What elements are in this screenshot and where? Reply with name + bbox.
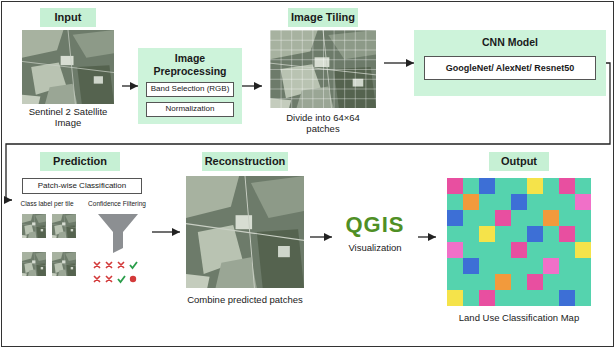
funnel: [98, 214, 138, 253]
reject-mark: [94, 262, 124, 282]
map-cell: [479, 226, 495, 242]
map-cell: [495, 210, 511, 226]
tiled-image: [270, 30, 376, 108]
flow-arrow: [152, 231, 180, 232]
map-cell: [447, 242, 463, 258]
stage-header: Prediction: [40, 152, 120, 171]
output-stage: OutputLand Use Classification Map: [436, 152, 602, 334]
process-label: Normalization: [147, 104, 233, 114]
sub-label: Class label per tile: [12, 200, 82, 208]
sub-label: Confidence Filtering: [82, 200, 152, 208]
qgis-logo: QGIS Visualization: [332, 212, 418, 262]
map-cell: [559, 226, 575, 242]
confidence-filter-icon: [94, 214, 138, 282]
map-cell: [543, 258, 559, 274]
process-panel: Image PreprocessingBand Selection (RGB) N…: [138, 48, 242, 124]
map-base: [447, 178, 591, 306]
model-box: GoogleNet/ AlexNet/ Resnet50: [424, 56, 596, 80]
map-cell: [511, 242, 527, 258]
caption: Visualization: [332, 242, 418, 253]
process-box: Patch-wise Classification: [22, 178, 142, 194]
stage-header: Input: [40, 8, 96, 27]
caption: Combine predicted patches: [180, 294, 310, 305]
panel-title: Image Preprocessing: [150, 52, 230, 77]
map-cell: [575, 242, 591, 258]
map-cell: [447, 210, 463, 226]
tile-grid: [270, 30, 376, 108]
flow-arrow: [122, 85, 138, 86]
flow-arrow: [384, 62, 414, 63]
map-cell: [527, 274, 543, 290]
tiling-stage: Image TilingDivide into 64×64 patches: [262, 6, 384, 138]
map-cell: [479, 290, 495, 306]
map-cell: [559, 290, 575, 306]
map-cell: [463, 194, 479, 210]
prediction-stage: PredictionClass label per tileConfidence…: [12, 152, 152, 342]
caption: Divide into 64×64 patches: [278, 112, 368, 135]
map-cell: [543, 210, 559, 226]
map-cell: [575, 194, 591, 210]
reconstruction-stage: ReconstructionCombine predicted patches: [180, 152, 310, 312]
model-panel: CNN ModelGoogleNet/ AlexNet/ Resnet50: [414, 30, 606, 96]
flow-arrow: [242, 85, 262, 86]
tile-thumbnail: [22, 252, 46, 276]
reject-dot: [130, 276, 136, 282]
map-cell: [511, 194, 527, 210]
flow-arrow: [418, 236, 436, 237]
accept-mark: [118, 262, 137, 282]
process-label: Patch-wise Classification: [23, 181, 141, 191]
tile-thumbnails: [22, 214, 76, 276]
process-box: Band Selection (RGB): [146, 82, 234, 97]
tile-thumbnail: [22, 214, 46, 238]
map-cell: [463, 258, 479, 274]
caption: Sentinel 2 Satellite Image: [26, 106, 110, 129]
map-cell: [447, 290, 463, 306]
satellite-image: [22, 30, 114, 104]
process-label: Band Selection (RGB): [147, 84, 233, 94]
caption: Land Use Classification Map: [436, 312, 602, 323]
map-cell: [527, 226, 543, 242]
stage-header: Reconstruction: [202, 152, 288, 171]
input-stage: InputSentinel 2 Satellite Image: [14, 6, 122, 134]
tile-thumbnail: [52, 252, 76, 276]
logo-text: QGIS: [332, 212, 418, 238]
reconstructed-image: [186, 176, 304, 288]
tile-thumbnail: [52, 214, 76, 238]
flow-arrow: [310, 236, 332, 237]
map-cell: [527, 178, 543, 194]
model-label: GoogleNet/ AlexNet/ Resnet50: [425, 63, 595, 74]
stage-header: Output: [489, 152, 549, 171]
stage-header: Image Tiling: [288, 8, 358, 27]
panel-title: CNN Model: [414, 36, 606, 49]
map-cell: [447, 178, 463, 194]
process-box: Normalization: [146, 102, 234, 117]
map-cell: [495, 274, 511, 290]
map-cell: [479, 178, 495, 194]
classification-map: [447, 178, 591, 306]
map-cell: [559, 178, 575, 194]
